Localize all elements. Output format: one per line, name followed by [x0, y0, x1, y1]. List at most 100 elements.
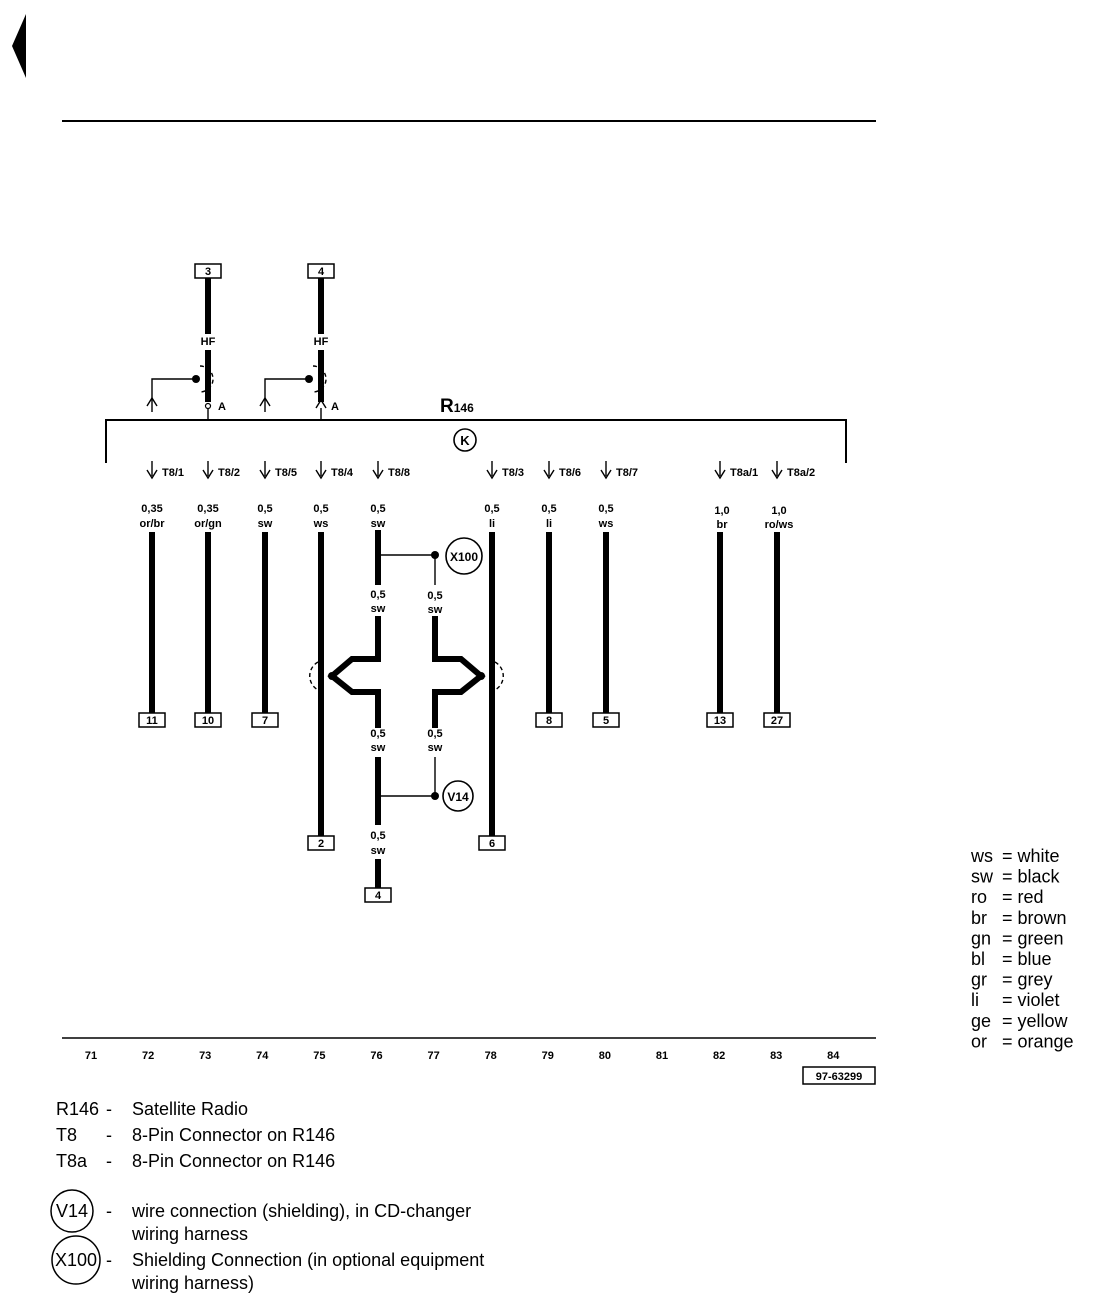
connector-number: 6 [489, 838, 495, 850]
connector-box [138, 712, 166, 728]
pin-arrow-icon [372, 469, 384, 480]
wire-size: 0,5 [370, 503, 385, 515]
svg-text:0,5: 0,5 [370, 728, 385, 740]
legend-name: = black [1002, 867, 1061, 887]
legend-code: bl [971, 949, 985, 969]
splice-desc-code: X100 [55, 1250, 97, 1270]
desc-code: T8a [56, 1151, 88, 1171]
connector-number: 5 [603, 715, 609, 727]
legend-name: = violet [1002, 990, 1060, 1010]
legend-code: li [971, 990, 979, 1010]
connector-number: 7 [262, 715, 268, 727]
terminal-label: A [218, 401, 226, 413]
wire-t8-4: T8/4 0,5 ws 2 [307, 461, 354, 851]
pin-label: T8/5 [275, 467, 297, 479]
legend-name: = green [1002, 928, 1064, 948]
shield-sleeve-icon [199, 365, 214, 393]
pin-label: T8/4 [331, 467, 354, 479]
wire-size: 0,5 [484, 503, 499, 515]
wire-size: 0,5 [257, 503, 272, 515]
column-number: 73 [199, 1050, 211, 1062]
pin-arrow-icon [771, 469, 783, 480]
pin-arrow-icon [146, 469, 158, 480]
connector-box [194, 712, 222, 728]
wire-color: sw [258, 518, 273, 530]
wire-t8-3: T8/3 0,5 li 6 [478, 461, 524, 851]
wire-color: sw [371, 518, 386, 530]
legend-name: = orange [1002, 1031, 1074, 1051]
connector-number: 8 [546, 715, 552, 727]
connector-number: 2 [318, 838, 324, 850]
splice-desc-line1: wire connection (shielding), in CD-chang… [131, 1201, 471, 1221]
legend-code: ge [971, 1011, 991, 1031]
splice-desc-line2: wiring harness) [131, 1273, 254, 1293]
pin-label: T8/2 [218, 467, 240, 479]
legend-name: = grey [1002, 970, 1053, 990]
legend-name: = blue [1002, 949, 1052, 969]
connector-box [706, 712, 734, 728]
terminal-label: A [331, 401, 339, 413]
connector-box [251, 712, 279, 728]
svg-text:sw: sw [371, 845, 386, 857]
svg-text:sw: sw [428, 604, 443, 616]
desc-sep: - [106, 1201, 112, 1221]
connector-box [535, 712, 563, 728]
wire-size: 0,5 [313, 503, 328, 515]
splice-x100-label: X100 [450, 550, 478, 564]
pin-label: T8/1 [162, 467, 184, 479]
pin-arrow-icon [315, 469, 327, 480]
pin-label: T8/7 [616, 467, 638, 479]
pin-arrow-icon [486, 469, 498, 480]
shield-branch: X100 0,5 sw 0,5 sw 0,5 sw 0,5 sw V14 0,5… [309, 530, 504, 903]
connector-box [478, 835, 506, 851]
connector-number: 11 [146, 715, 158, 727]
wire-size: 0,35 [141, 503, 162, 515]
connector-number: 4 [318, 266, 325, 278]
desc-text: Satellite Radio [132, 1099, 248, 1119]
column-number: 78 [485, 1050, 497, 1062]
desc-code: T8 [56, 1125, 77, 1145]
desc-text: 8-Pin Connector on R146 [132, 1125, 335, 1145]
wire-color: or/br [139, 518, 165, 530]
radio-symbol-icon [453, 428, 477, 452]
legend-code: ro [971, 887, 987, 907]
desc-sep: - [106, 1099, 112, 1119]
legend-code: sw [971, 867, 994, 887]
svg-text:sw: sw [428, 742, 443, 754]
component-housing-r146 [105, 419, 847, 463]
pin-label: T8/3 [502, 467, 524, 479]
desc-sep: - [106, 1125, 112, 1145]
pin-label: T8/6 [559, 467, 581, 479]
back-arrow-icon[interactable] [12, 14, 26, 78]
wire-t8-5: T8/5 0,5 sw 7 [251, 461, 297, 728]
pin-arrow-icon [259, 396, 271, 407]
wire-color: ws [313, 518, 329, 530]
column-number: 84 [827, 1050, 840, 1062]
splice-x100-icon [445, 537, 483, 575]
svg-text:0,5: 0,5 [427, 728, 442, 740]
connector-box [307, 835, 335, 851]
drawing-number: 97-63299 [816, 1071, 863, 1083]
radio-symbol-letter: K [460, 433, 470, 448]
desc-sep: - [106, 1250, 112, 1270]
connector-number: 3 [205, 266, 211, 278]
wire-color: ws [598, 518, 614, 530]
wire-color: li [489, 518, 495, 530]
legend-code: ws [970, 846, 993, 866]
desc-code: R146 [56, 1099, 99, 1119]
column-number: 76 [370, 1050, 382, 1062]
legend-code: br [971, 908, 987, 928]
wire-t8-1: T8/1 0,35 or/br 11 [138, 461, 184, 728]
legend-code: or [971, 1031, 987, 1051]
drawing-number-box [802, 1066, 876, 1085]
connector-number: 13 [714, 715, 726, 727]
column-number: 72 [142, 1050, 154, 1062]
wire-size: 1,0 [771, 505, 786, 517]
splice-v14-label: V14 [447, 790, 469, 804]
